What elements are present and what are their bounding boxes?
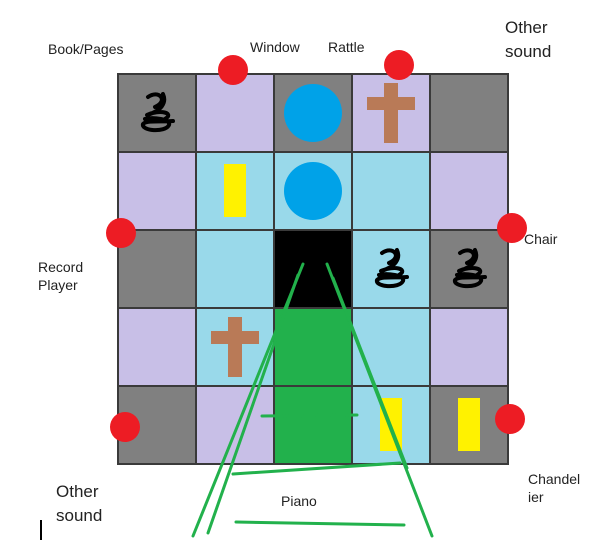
board-cell[interactable]: [351, 151, 431, 231]
scribble-icon: [141, 92, 175, 133]
piano-lines: [191, 262, 434, 538]
red-dot-other-sound[interactable]: [110, 412, 140, 442]
label-chandelier: Chandel ier: [528, 471, 581, 505]
scribble-icon: [375, 248, 409, 289]
red-dot-window[interactable]: [218, 55, 248, 85]
blue-circle-icon: [284, 84, 342, 142]
label-rattle: Rattle: [328, 39, 365, 55]
board-cell[interactable]: [195, 229, 275, 309]
board-cell[interactable]: [117, 307, 197, 387]
yellow-bar-icon: [224, 164, 246, 217]
red-dot-record-player[interactable]: [106, 218, 136, 248]
board-cell[interactable]: [273, 385, 353, 465]
board-cell[interactable]: [351, 307, 431, 387]
board-cell[interactable]: [195, 385, 275, 465]
label-chair: Chair: [524, 231, 558, 247]
board-cell[interactable]: [273, 307, 353, 387]
label-piano: Piano: [281, 493, 317, 509]
blue-circle-icon: [284, 162, 342, 220]
board-cell[interactable]: [351, 229, 431, 309]
piano-lower-line: [231, 461, 402, 476]
label-window: Window: [250, 39, 300, 55]
piano-left-inner-line: [206, 273, 300, 535]
board-cell[interactable]: [429, 151, 509, 231]
board-cell[interactable]: [195, 73, 275, 153]
label-record-player: Record Player: [38, 259, 84, 293]
board-cell[interactable]: [117, 151, 197, 231]
red-dot-rattle[interactable]: [384, 50, 414, 80]
piano-mid-line: [260, 413, 359, 418]
text-cursor: [40, 520, 42, 540]
board-cell[interactable]: [429, 73, 509, 153]
label-book-pages: Book/Pages: [48, 41, 124, 57]
red-dot-chandelier[interactable]: [495, 404, 525, 434]
label-other-sound-bottom: Other sound: [56, 482, 103, 525]
cross-icon: [367, 83, 415, 143]
piano-right-inner-line: [331, 276, 409, 470]
piano-bottom-line: [234, 520, 406, 527]
cross-icon: [211, 317, 259, 377]
yellow-bar-icon: [458, 398, 480, 451]
red-dots: [106, 50, 527, 442]
red-dot-chair[interactable]: [497, 213, 527, 243]
board-cell[interactable]: [429, 307, 509, 387]
scribble-icon: [453, 248, 487, 289]
label-other-sound-top: Other sound: [505, 18, 552, 61]
